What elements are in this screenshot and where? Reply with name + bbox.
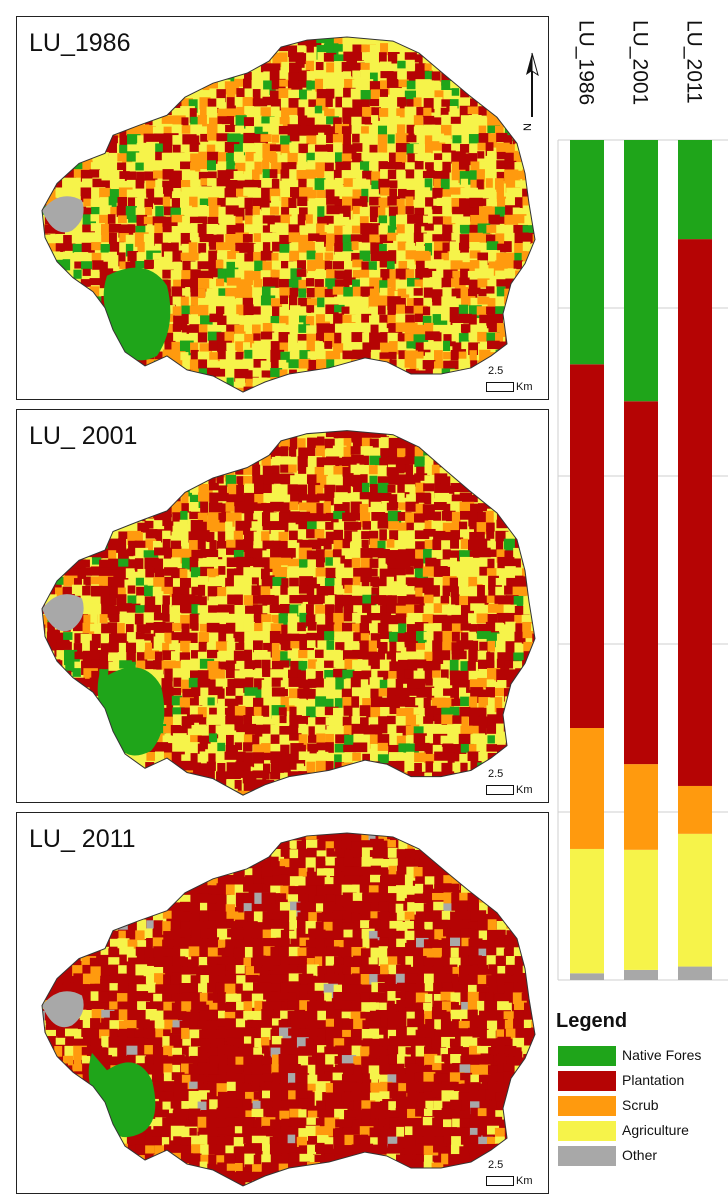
scale-box	[486, 785, 514, 795]
legend-item-plantation: Plantation	[556, 1069, 728, 1093]
legend-swatch	[558, 1046, 616, 1066]
map-panel-1986: LU_1986 N 2.5 Km	[16, 16, 549, 400]
legend-label: Other	[622, 1147, 658, 1163]
map-title: LU_ 2001	[29, 422, 138, 450]
native-forest-patch	[97, 667, 165, 756]
other-land-patch	[42, 991, 84, 1028]
north-arrow: N	[520, 49, 544, 139]
legend-swatch	[558, 1096, 616, 1116]
legend-item-native-forest: Native Fores	[556, 1044, 728, 1068]
legend-swatch	[558, 1121, 616, 1141]
legend-swatch	[558, 1071, 616, 1091]
bar-segment-plantation	[570, 364, 604, 728]
scale-value: 2.5	[488, 365, 504, 377]
legend-title: Legend	[556, 1010, 628, 1032]
scale-value: 2.5	[488, 1159, 504, 1171]
other-land-patch	[42, 594, 84, 632]
bar-segment-native-forest	[570, 140, 604, 365]
map-title: LU_ 2011	[29, 825, 136, 853]
scale-box	[486, 382, 514, 392]
legend: Legend Native Fores Plantation Scrub Agr…	[556, 1010, 728, 1196]
legend-label: Native Fores	[622, 1047, 702, 1063]
legend-label: Plantation	[622, 1072, 685, 1088]
bar-segment-scrub	[678, 785, 712, 834]
bar-segment-plantation	[624, 401, 658, 765]
bar-segment-agriculture	[678, 833, 712, 967]
watershed-boundary	[41, 36, 536, 393]
bar-segment-scrub	[624, 764, 658, 850]
land-cover-mosaic	[42, 832, 535, 1186]
other-land-patch	[42, 196, 84, 233]
map-panel-2001: LU_ 2001 2.5 Km	[16, 409, 549, 803]
land-use-stacked-bar-chart: LU_1986 LU_2001 LU_2011	[557, 20, 728, 981]
land-use-map-1986	[41, 36, 536, 393]
scale-unit: Km	[516, 1175, 533, 1187]
north-arrow-icon	[526, 52, 539, 117]
land-cover-mosaic	[42, 430, 535, 796]
category-label: LU_2011	[683, 20, 706, 104]
bar-segment-scrub	[570, 728, 604, 849]
scale-unit: Km	[516, 381, 533, 393]
category-label: LU_2001	[629, 20, 652, 105]
legend-item-agriculture: Agriculture	[556, 1119, 728, 1143]
north-label: N	[521, 123, 534, 131]
bar-segment-plantation	[678, 239, 712, 786]
land-use-map-2001	[41, 430, 536, 796]
watershed-boundary	[41, 430, 536, 796]
land-use-map-2011	[41, 832, 536, 1187]
category-label: LU_1986	[575, 20, 598, 105]
land-cover-mosaic	[42, 37, 535, 393]
scale-bar: 2.5 Km	[484, 1159, 540, 1187]
legend-item-scrub: Scrub	[556, 1094, 728, 1118]
scale-unit: Km	[516, 784, 533, 796]
scale-box	[486, 1176, 514, 1186]
legend-label: Scrub	[622, 1097, 659, 1113]
bar-segment-other	[570, 973, 604, 980]
watershed-boundary	[41, 832, 536, 1187]
map-title: LU_1986	[29, 29, 131, 57]
bar-segment-agriculture	[624, 849, 658, 970]
bar-segment-agriculture	[570, 848, 604, 974]
bar-segment-native-forest	[624, 140, 658, 402]
legend-label: Agriculture	[622, 1122, 689, 1138]
native-forest-patch	[103, 267, 171, 361]
bar-segment-other	[678, 966, 712, 980]
bar-segment-other	[624, 969, 658, 980]
bar-segment-native-forest	[678, 140, 712, 240]
map-panel-2011: LU_ 2011 2.5 Km	[16, 812, 549, 1194]
scale-bar: 2.5 Km	[484, 365, 540, 393]
legend-swatch	[558, 1146, 616, 1166]
scale-bar: 2.5 Km	[484, 768, 540, 796]
scale-value: 2.5	[488, 768, 504, 780]
legend-item-other: Other	[556, 1144, 728, 1168]
